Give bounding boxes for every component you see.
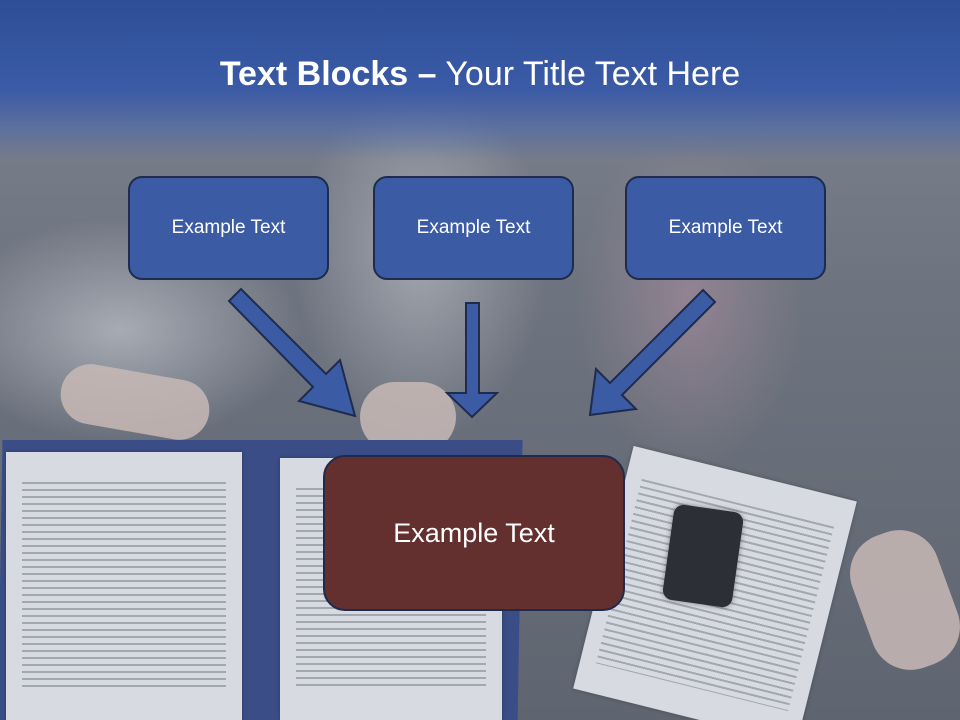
title-bold: Text Blocks (219, 55, 409, 93)
arrow-down-left-icon (588, 288, 717, 417)
text-block-3-label: Example Text (668, 217, 783, 238)
text-block-1-label: Example Text (171, 217, 286, 238)
title-band (0, 0, 960, 160)
text-block-2-label: Example Text (416, 217, 531, 238)
text-block-2[interactable]: Example Text (373, 176, 574, 280)
title-separator: – (417, 55, 437, 93)
arrow-down-right-icon (227, 287, 357, 418)
slide-title: Text Blocks – Your Title Text Here (0, 52, 960, 96)
paper-left (6, 452, 242, 720)
arrow-down-icon (444, 302, 500, 419)
title-rest: Your Title Text Here (445, 55, 741, 93)
center-text-block-label: Example Text (393, 517, 555, 548)
text-block-1[interactable]: Example Text (128, 176, 329, 280)
center-text-block[interactable]: Example Text (323, 455, 625, 611)
text-block-3[interactable]: Example Text (625, 176, 826, 280)
